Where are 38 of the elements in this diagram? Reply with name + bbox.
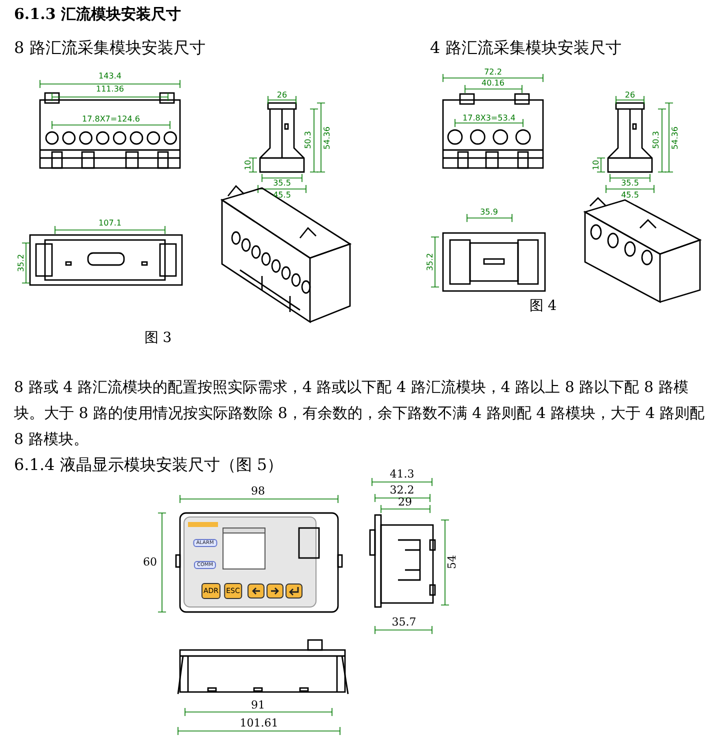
dimension-value: 143.4 (98, 72, 122, 80)
figure-title: 4 路汇流采集模块安装尺寸 (430, 38, 622, 59)
dimension-value: 35.5 (621, 178, 639, 188)
dimension-value: 45.5 (621, 190, 639, 200)
dimension-value: 35.7 (392, 616, 416, 628)
dimension-value: 91 (251, 698, 265, 712)
figure-title: 6.1.4 液晶显示模块安装尺寸（图 5） (14, 455, 284, 476)
dimension-value: 54.36 (322, 126, 332, 150)
dimension-value: 29 (398, 496, 412, 508)
dimension-value: 10 (592, 160, 600, 170)
dimension-value: 111.36 (96, 84, 124, 94)
paragraph: 8 路或 4 路汇流模块的配置按照实际需求，4 路或以下配 4 路汇流模块，4 路以上 8 路以下配 8 路模块。大于 8 路的使用情况按实际路数除 8，有余数的，余下路数不满 4 路则配 4 路模块，大于 4 路则配 8 路模块。 (14, 377, 706, 450)
dimension-value: 54 (446, 555, 458, 569)
dimension-value: 17.8X3=53.4 (462, 114, 516, 122)
dimension-value: 17.8X7=124.6 (82, 114, 140, 124)
dimension-value: 50.3 (652, 131, 660, 149)
dimension-value: 107.1 (98, 218, 122, 228)
figure-title: 8 路汇流采集模块安装尺寸 (14, 38, 206, 59)
dimension-value: 35.2 (426, 253, 434, 271)
dimension-value: 45.5 (273, 190, 291, 200)
dimension-value: 35.2 (16, 254, 26, 272)
dimension-value: 41.3 (390, 468, 414, 480)
dimension-value: 32.2 (390, 484, 414, 496)
dimension-value: 98 (251, 484, 265, 498)
dimension-value: 26 (624, 90, 636, 100)
dimension-value: 35.5 (273, 178, 291, 188)
dimension-value: 35.9 (480, 208, 498, 216)
dimension-value: 50.3 (304, 131, 312, 149)
dimension-value: 54.36 (670, 126, 680, 150)
dimension-value: 60 (143, 556, 157, 568)
dimension-value: 72.2 (484, 68, 502, 76)
section-heading: 6.1.3 汇流模块安装尺寸 (14, 5, 181, 24)
figure-caption: 图 4 (529, 297, 557, 315)
dimension-value: 10 (244, 160, 252, 170)
dimension-value: 101.61 (240, 716, 278, 730)
dimension-value: 40.16 (482, 78, 504, 88)
figure-caption: 图 3 (144, 329, 172, 347)
dimension-value: 26 (276, 90, 288, 100)
